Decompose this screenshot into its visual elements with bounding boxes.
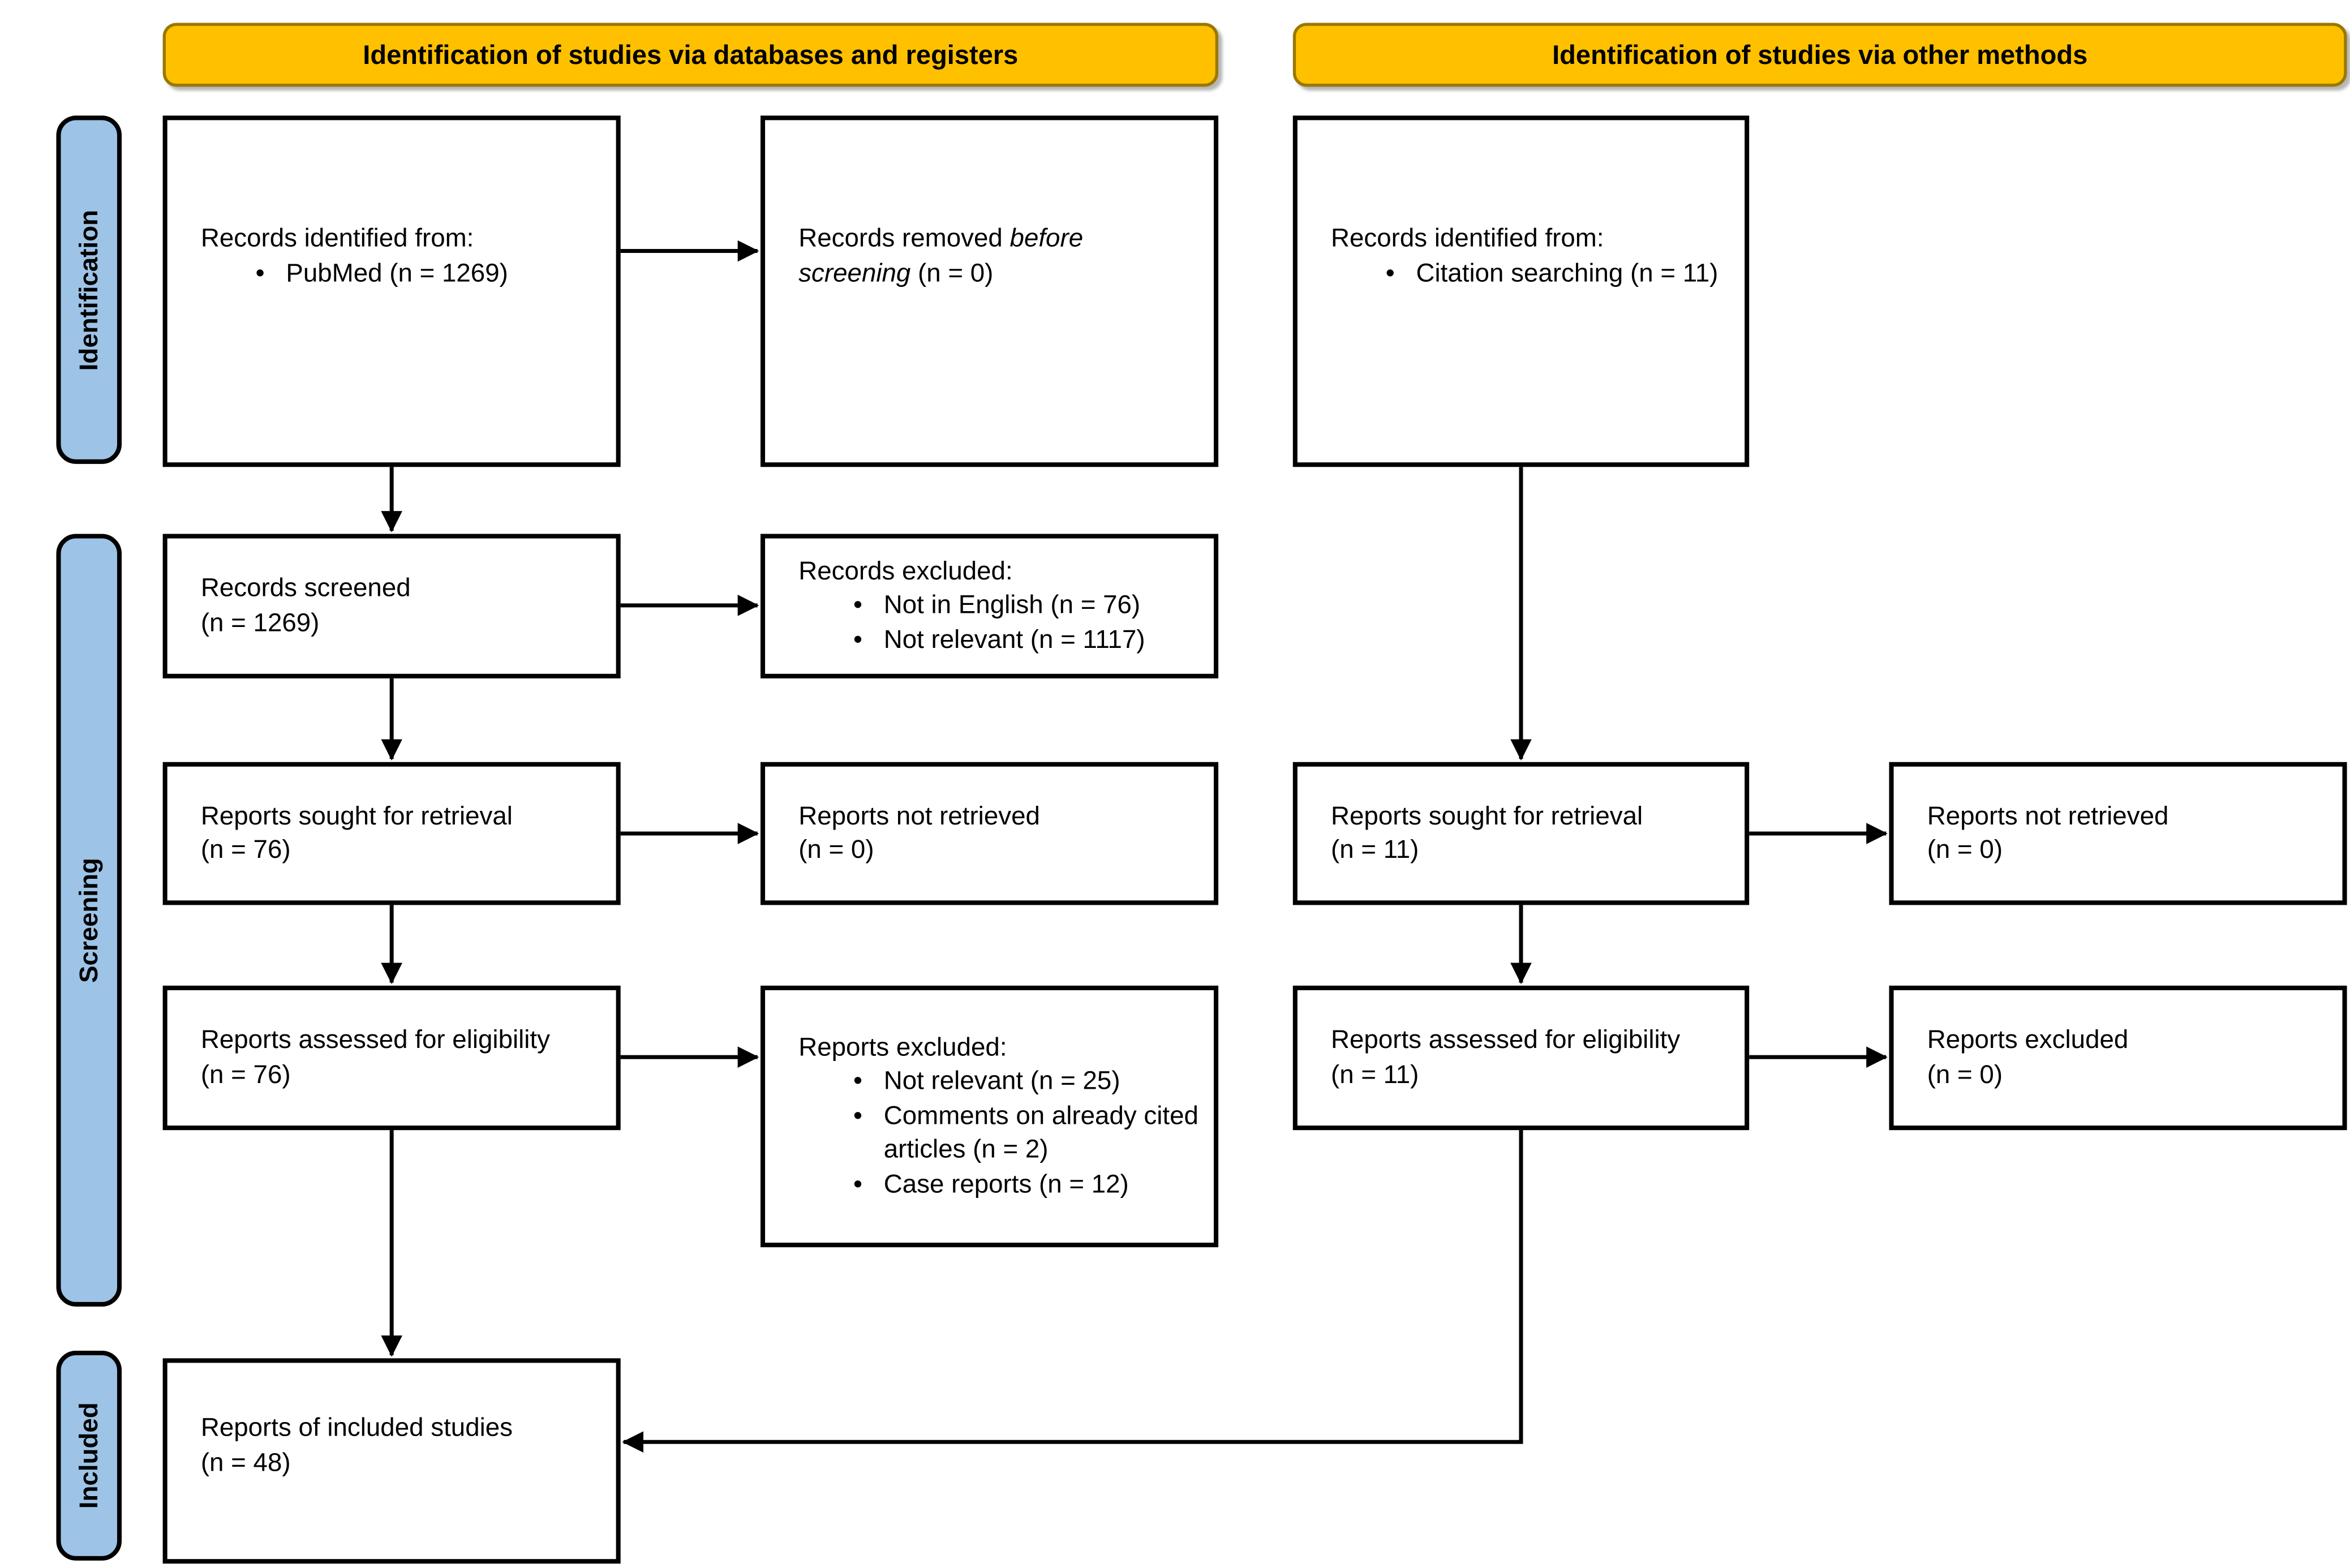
records-excluded-bullet-1: • Not in English (n = 76) bbox=[798, 589, 1198, 623]
included-studies-line1: Reports of included studies bbox=[200, 1413, 513, 1442]
reports-sought-db-line1: Reports sought for retrieval bbox=[200, 801, 513, 830]
records-excluded-bullet-2: • Not relevant (n = 1117) bbox=[798, 623, 1198, 657]
reports-not-retrieved-other-line2: (n = 0) bbox=[1927, 835, 2003, 864]
records-screened-line2: (n = 1269) bbox=[200, 607, 320, 637]
records-removed-post: (n = 0) bbox=[910, 257, 994, 287]
records-excluded-line: Records excluded: bbox=[798, 556, 1013, 586]
box-reports-excluded-other: Reports excluded (n = 0) bbox=[1889, 985, 2347, 1131]
reports-sought-other-line1: Reports sought for retrieval bbox=[1331, 801, 1643, 830]
box-records-removed-before-screening: Records removed before screening (n = 0) bbox=[761, 115, 1219, 467]
bullet-icon: • bbox=[853, 590, 862, 620]
bullet-icon: • bbox=[255, 257, 265, 287]
stage-label-identification: Identification bbox=[56, 115, 122, 464]
reports-assessed-db-line2: (n = 76) bbox=[200, 1059, 291, 1089]
header-databases-registers: Identification of studies via databases … bbox=[162, 23, 1219, 87]
box-records-identified-other: Records identified from: • Citation sear… bbox=[1292, 115, 1750, 467]
box-reports-assessed-other: Reports assessed for eligibility (n = 11… bbox=[1292, 985, 1750, 1131]
reports-excluded-db-bullet-3-text: Case reports (n = 12) bbox=[883, 1169, 1129, 1198]
stage-label-screening-text: Screening bbox=[74, 857, 103, 983]
stage-label-included-text: Included bbox=[74, 1402, 103, 1509]
reports-not-retrieved-other-line1: Reports not retrieved bbox=[1927, 801, 2169, 830]
reports-excluded-db-bullet-1-text: Not relevant (n = 25) bbox=[883, 1067, 1120, 1096]
header-other-methods-label: Identification of studies via other meth… bbox=[1552, 38, 2088, 70]
reports-excluded-db-bullet-2: • Comments on already cited articles (n … bbox=[798, 1099, 1198, 1168]
box-reports-excluded-databases: Reports excluded: • Not relevant (n = 25… bbox=[761, 985, 1219, 1248]
reports-assessed-db-line1: Reports assessed for eligibility bbox=[200, 1025, 551, 1054]
records-identified-db-line: Records identified from: bbox=[200, 224, 474, 253]
records-excluded-bullet-2-text: Not relevant (n = 1117) bbox=[883, 625, 1145, 654]
records-identified-other-bullet: • Citation searching (n = 11) bbox=[1331, 256, 1729, 290]
bullet-icon: • bbox=[853, 1067, 862, 1096]
reports-not-retrieved-db-line2: (n = 0) bbox=[798, 835, 874, 864]
box-records-screened: Records screened (n = 1269) bbox=[162, 534, 621, 678]
reports-not-retrieved-db-line1: Reports not retrieved bbox=[798, 801, 1040, 830]
included-studies-line2: (n = 48) bbox=[200, 1447, 291, 1476]
reports-assessed-other-line2: (n = 11) bbox=[1331, 1059, 1419, 1089]
box-records-excluded: Records excluded: • Not in English (n = … bbox=[761, 534, 1219, 678]
reports-excluded-other-line1: Reports excluded bbox=[1927, 1025, 2129, 1054]
bullet-icon: • bbox=[853, 625, 862, 654]
reports-excluded-db-bullet-1: • Not relevant (n = 25) bbox=[798, 1066, 1198, 1099]
bullet-icon: • bbox=[853, 1101, 862, 1130]
reports-excluded-db-bullet-2-text: Comments on already cited articles (n = … bbox=[883, 1101, 1198, 1164]
box-records-identified-databases: Records identified from: • PubMed (n = 1… bbox=[162, 115, 621, 467]
box-reports-not-retrieved-databases: Reports not retrieved (n = 0) bbox=[761, 762, 1219, 905]
records-screened-line1: Records screened bbox=[200, 573, 411, 603]
bullet-icon: • bbox=[1385, 257, 1395, 287]
header-databases-registers-label: Identification of studies via databases … bbox=[363, 38, 1019, 70]
reports-sought-db-line2: (n = 76) bbox=[200, 835, 291, 864]
reports-excluded-db-bullet-3: • Case reports (n = 12) bbox=[798, 1167, 1198, 1201]
records-identified-other-bullet-text: Citation searching (n = 11) bbox=[1416, 257, 1719, 287]
stage-label-identification-text: Identification bbox=[74, 209, 103, 371]
records-identified-db-bullet: • PubMed (n = 1269) bbox=[201, 256, 601, 290]
reports-excluded-db-line: Reports excluded: bbox=[798, 1032, 1007, 1062]
box-reports-included: Reports of included studies (n = 48) bbox=[162, 1358, 621, 1564]
box-reports-assessed-databases: Reports assessed for eligibility (n = 76… bbox=[162, 985, 621, 1131]
reports-sought-other-line2: (n = 11) bbox=[1331, 835, 1419, 864]
reports-excluded-other-line2: (n = 0) bbox=[1927, 1059, 2003, 1089]
stage-label-included: Included bbox=[56, 1350, 122, 1561]
reports-assessed-other-line1: Reports assessed for eligibility bbox=[1331, 1025, 1681, 1054]
box-reports-sought-databases: Reports sought for retrieval (n = 76) bbox=[162, 762, 621, 905]
records-removed-text: Records removed before screening (n = 0) bbox=[798, 222, 1161, 291]
records-removed-italic: before screening bbox=[798, 224, 1084, 287]
stage-label-screening: Screening bbox=[56, 534, 122, 1307]
header-other-methods: Identification of studies via other meth… bbox=[1292, 23, 2347, 87]
bullet-icon: • bbox=[853, 1169, 862, 1198]
records-identified-other-line: Records identified from: bbox=[1331, 224, 1604, 253]
records-excluded-bullet-1-text: Not in English (n = 76) bbox=[883, 590, 1141, 620]
box-reports-sought-other: Reports sought for retrieval (n = 11) bbox=[1292, 762, 1750, 905]
records-removed-pre: Records removed bbox=[798, 224, 1010, 253]
records-identified-db-bullet-text: PubMed (n = 1269) bbox=[286, 257, 508, 287]
box-reports-not-retrieved-other: Reports not retrieved (n = 0) bbox=[1889, 762, 2347, 905]
